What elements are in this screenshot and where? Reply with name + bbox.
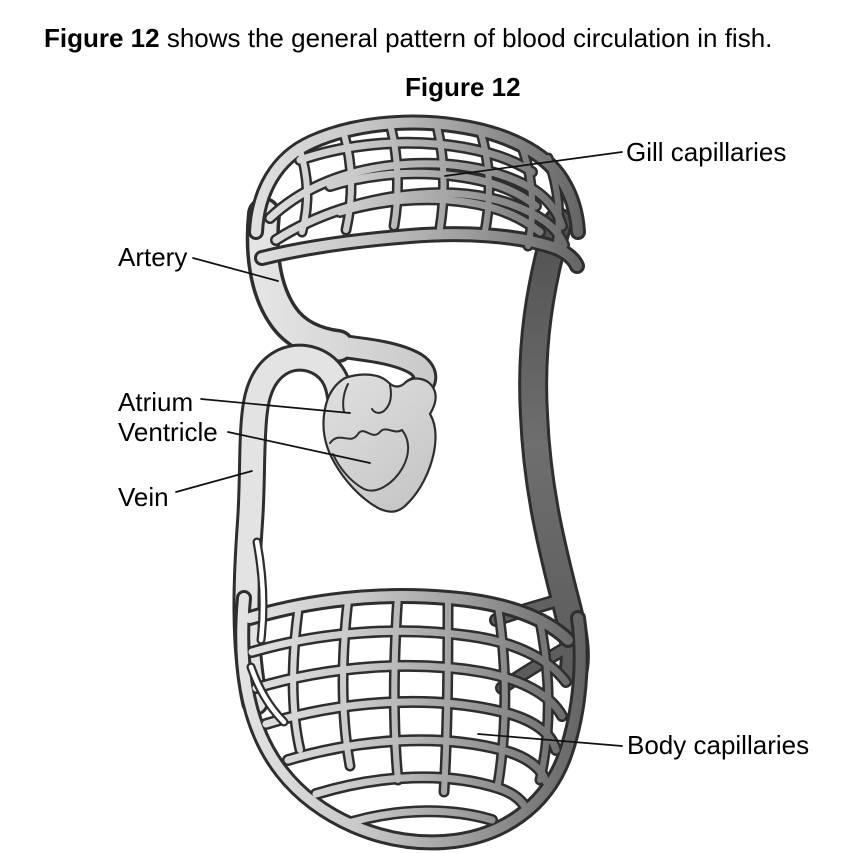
leader-line-artery xyxy=(192,257,279,282)
gill-capillaries-network xyxy=(248,114,586,274)
leader-line-ventricle xyxy=(227,431,371,464)
figure-title: Figure 12 xyxy=(405,72,521,102)
leader-line-body-capillaries xyxy=(477,733,623,747)
label-vein: Vein xyxy=(118,482,169,512)
label-artery: Artery xyxy=(118,242,188,272)
label-ventricle: Ventricle xyxy=(118,417,218,447)
leader-line-gill-capillaries xyxy=(444,151,623,177)
leader-line-atrium xyxy=(200,398,351,414)
heart-shape xyxy=(322,373,437,513)
heart-outline xyxy=(322,373,437,513)
leader-line-vein xyxy=(175,470,253,493)
vein-vessel xyxy=(232,343,354,716)
caption-text: shows the general pattern of blood circu… xyxy=(159,23,773,53)
body-capillaries-network xyxy=(234,588,589,851)
label-atrium: Atrium xyxy=(118,387,194,417)
figure-caption: Figure 12 shows the general pattern of b… xyxy=(44,23,772,53)
caption-figure-ref: Figure 12 xyxy=(44,23,160,53)
label-body-capillaries: Body capillaries xyxy=(627,730,810,760)
vein-branch-slits xyxy=(246,537,289,727)
atrium-region xyxy=(342,383,392,414)
leader-lines xyxy=(175,151,623,747)
ventricle-region xyxy=(329,428,410,492)
label-gill-capillaries: Gill capillaries xyxy=(626,137,787,167)
